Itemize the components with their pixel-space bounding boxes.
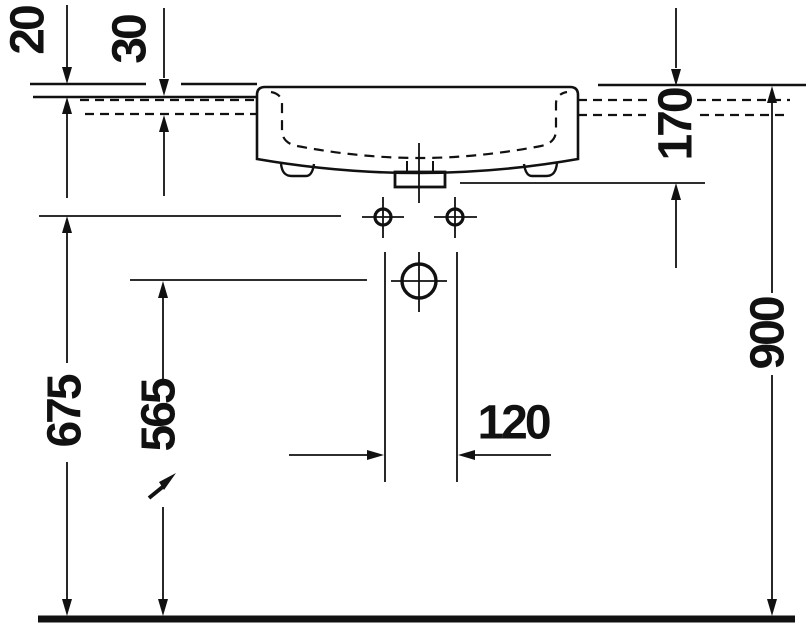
arrowhead-up-icon [62, 216, 72, 233]
arrowhead-down-icon [159, 79, 169, 96]
arrowhead-up-icon [158, 281, 168, 298]
arrowhead-down-icon [671, 69, 681, 86]
dimension-20: 20 [1, 5, 72, 198]
dimension-900: 900 [741, 86, 794, 616]
basin-foot-right [522, 162, 559, 178]
dim-label-900: 900 [741, 297, 794, 369]
arrowhead-left-icon [458, 450, 475, 460]
basin-foot-left [279, 163, 316, 178]
drain-fitting-ticks [406, 161, 434, 172]
washbasin [255, 85, 580, 203]
dimension-675: 675 [38, 216, 91, 616]
arrowhead-ne-icon [159, 473, 176, 490]
arrowhead-right-icon [367, 450, 384, 460]
dimension-120: 120 [289, 396, 553, 460]
arrowhead-up-icon [159, 115, 169, 132]
dim-label-170: 170 [649, 88, 702, 160]
dim-label-675: 675 [38, 374, 91, 447]
arrowhead-down-icon [767, 599, 777, 616]
arrowhead-up-icon [62, 97, 72, 114]
dim-label-20: 20 [1, 6, 54, 55]
dim-label-30: 30 [103, 15, 156, 64]
fixing-hole-right-crosshair [434, 197, 477, 238]
connection-points [362, 197, 477, 312]
arrowhead-up-icon [671, 183, 681, 200]
dimension-170: 170 [649, 8, 702, 268]
mounting-level-lines [30, 82, 806, 117]
supply-connection-crosshair [391, 252, 447, 312]
extension-lines [39, 182, 705, 482]
adjustable-height-arrow-icon [147, 473, 176, 500]
dim-label-120: 120 [477, 396, 549, 449]
dimension-30: 30 [103, 8, 169, 196]
dim-label-565: 565 [132, 378, 185, 451]
arrowhead-down-icon [158, 599, 168, 616]
arrowhead-up-icon [767, 86, 777, 103]
fixing-hole-left-crosshair [362, 197, 404, 238]
washbasin-outer-outline [255, 85, 580, 175]
arrowhead-down-icon [62, 599, 72, 616]
dimension-565: 565 [132, 281, 185, 616]
arrowhead-down-icon [62, 67, 72, 84]
drain-outlet-box [393, 170, 447, 189]
